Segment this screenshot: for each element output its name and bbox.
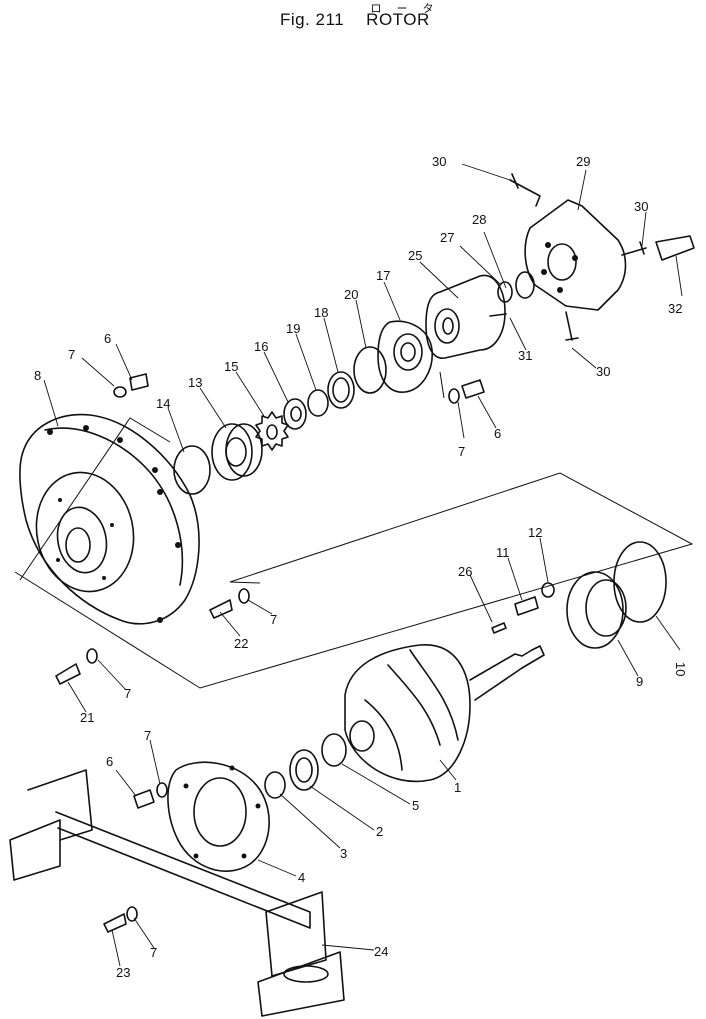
callout-15: 15 — [224, 359, 238, 374]
callout-6: 6 — [494, 426, 501, 441]
callout-17: 17 — [376, 268, 390, 283]
bearing-cover-17 — [377, 320, 433, 393]
snap-ring-5 — [321, 733, 347, 767]
callout-5: 5 — [412, 798, 419, 813]
figure-title: Fig. 211 ROTOR — [280, 10, 430, 30]
callout-7: 7 — [144, 728, 151, 743]
figure-name: ROTOR — [366, 10, 430, 29]
figure-number: Fig. 211 — [280, 10, 345, 29]
o-ring-10 — [613, 541, 667, 623]
gear-plate-27-28 — [497, 271, 535, 303]
bolt-washer-6-7-lower — [55, 588, 250, 933]
snap-ring-14 — [173, 445, 211, 495]
callout-2: 2 — [376, 824, 383, 839]
callout-25: 25 — [408, 248, 422, 263]
callout-19: 19 — [286, 321, 300, 336]
flexible-coupling-29 — [524, 199, 627, 311]
callout-29: 29 — [576, 154, 590, 169]
bolt-washer-6-7-upper — [113, 373, 485, 404]
callout-8: 8 — [34, 368, 41, 383]
lock-washer-15 — [255, 411, 289, 451]
callout-22: 22 — [234, 636, 248, 651]
callout-30: 30 — [596, 364, 610, 379]
snap-ring-3 — [264, 771, 286, 799]
pin-32 — [655, 235, 695, 261]
callout-10: 10 — [673, 662, 688, 676]
callout-12: 12 — [528, 525, 542, 540]
seal-18 — [327, 371, 355, 409]
bearing-13 — [211, 423, 263, 481]
callout-7: 7 — [150, 945, 157, 960]
callout-14: 14 — [156, 396, 170, 411]
coupling-hub-25 — [425, 274, 506, 359]
assembly-outline-lines — [14, 371, 694, 689]
callout-7: 7 — [124, 686, 131, 701]
bearing-2 — [289, 749, 319, 791]
title-japanese: ロ ー タ — [370, 3, 440, 15]
ring-19 — [307, 389, 329, 417]
callout-6: 6 — [104, 331, 111, 346]
callout-23: 23 — [116, 965, 130, 980]
callout-31: 31 — [518, 348, 532, 363]
callout-3: 3 — [340, 846, 347, 861]
o-ring-20 — [353, 346, 387, 394]
bolts-30 — [509, 173, 647, 341]
callout-32: 32 — [668, 301, 682, 316]
callout-30: 30 — [432, 154, 446, 169]
callout-28: 28 — [472, 212, 486, 227]
callout-7: 7 — [458, 444, 465, 459]
callout-11: 11 — [496, 545, 510, 560]
callout-9: 9 — [636, 674, 643, 689]
callout-4: 4 — [298, 870, 305, 885]
key-26 — [491, 622, 507, 634]
bearing-housing-9 — [566, 571, 627, 649]
end-cover-4 — [167, 761, 270, 872]
callout-18: 18 — [314, 305, 328, 320]
callout-13: 13 — [188, 375, 202, 390]
callout-21: 21 — [80, 710, 94, 725]
bolt-washer-11-12 — [514, 582, 555, 616]
callout-7: 7 — [68, 347, 75, 362]
callout-20: 20 — [344, 287, 358, 302]
rotor-housing-cover — [19, 413, 200, 625]
callout-27: 27 — [440, 230, 454, 245]
callout-16: 16 — [254, 339, 268, 354]
callout-30: 30 — [634, 199, 648, 214]
leader-lines — [43, 163, 683, 967]
lock-nut-16 — [283, 398, 307, 430]
support-frame-24 — [9, 769, 345, 1017]
impeller-shaft-1 — [344, 644, 545, 783]
callout-24: 24 — [374, 944, 388, 959]
callout-1: 1 — [454, 780, 461, 795]
grease-nipple-31 — [489, 313, 507, 317]
callout-26: 26 — [458, 564, 472, 579]
callout-6: 6 — [106, 754, 113, 769]
callout-labels: 30 29 30 32 28 27 25 17 31 30 20 18 19 1… — [34, 154, 688, 980]
callout-7: 7 — [270, 612, 277, 627]
